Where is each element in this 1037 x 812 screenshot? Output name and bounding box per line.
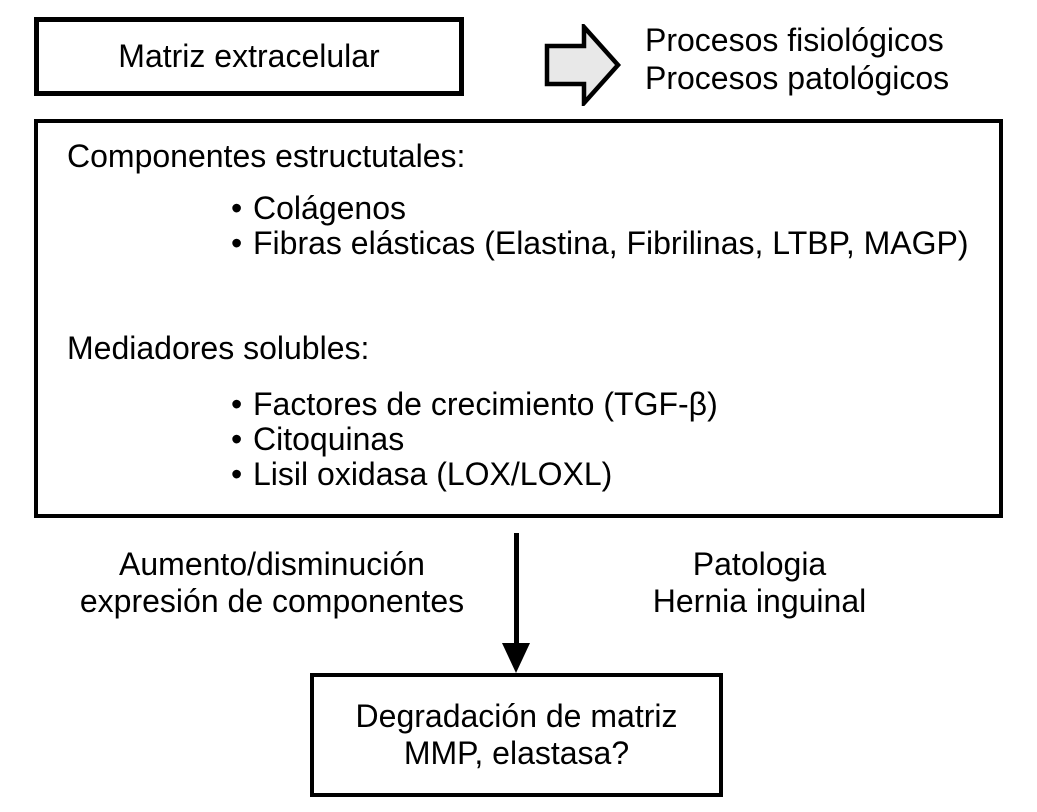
physiological-processes-label: Procesos fisiológicos	[645, 22, 944, 58]
block-arrow-right-icon	[544, 24, 622, 106]
block-arrow-shape	[544, 24, 622, 106]
list-item-factores-crecimiento: Factores de crecimiento (TGF-β)	[231, 387, 718, 423]
structural-components-title: Componentes estructutales:	[67, 138, 466, 174]
list-item-fibras-elasticas: Fibras elásticas (Elastina, Fibrilinas, …	[231, 226, 968, 262]
list-item-citoquinas: Citoquinas	[231, 422, 718, 458]
expression-change-line-2: expresión de componentes	[79, 583, 465, 619]
expression-change-line-1: Aumento/disminución	[119, 546, 425, 582]
down-arrow-shaft	[514, 533, 519, 645]
matrix-box: Matriz extracelular	[34, 17, 464, 96]
pathology-line-2: Hernia inguinal	[652, 583, 867, 619]
expression-change-note: Aumento/disminución expresión de compone…	[52, 546, 492, 620]
processes-labels: Procesos fisiológicos Procesos patológic…	[645, 21, 949, 97]
down-arrow-head	[502, 643, 530, 673]
matrix-box-label: Matriz extracelular	[118, 38, 380, 74]
soluble-mediators-list: Factores de crecimiento (TGF-β) Citoquin…	[231, 387, 718, 493]
degradation-line-1: Degradación de matriz	[355, 698, 678, 734]
list-item-colagenos: Colágenos	[231, 191, 968, 227]
components-box: Componentes estructutales: Colágenos Fib…	[34, 119, 1003, 518]
soluble-mediators-title: Mediadores solubles:	[67, 330, 370, 366]
pathology-line-1: Patologia	[692, 546, 827, 582]
pathological-processes-label: Procesos patológicos	[645, 60, 950, 96]
degradation-line-2: MMP, elastasa?	[403, 735, 630, 771]
pathology-note: Patologia Hernia inguinal	[632, 546, 887, 620]
structural-components-list: Colágenos Fibras elásticas (Elastina, Fi…	[231, 191, 968, 262]
list-item-lisil-oxidasa: Lisil oxidasa (LOX/LOXL)	[231, 457, 718, 493]
degradation-box: Degradación de matriz MMP, elastasa?	[310, 673, 723, 797]
